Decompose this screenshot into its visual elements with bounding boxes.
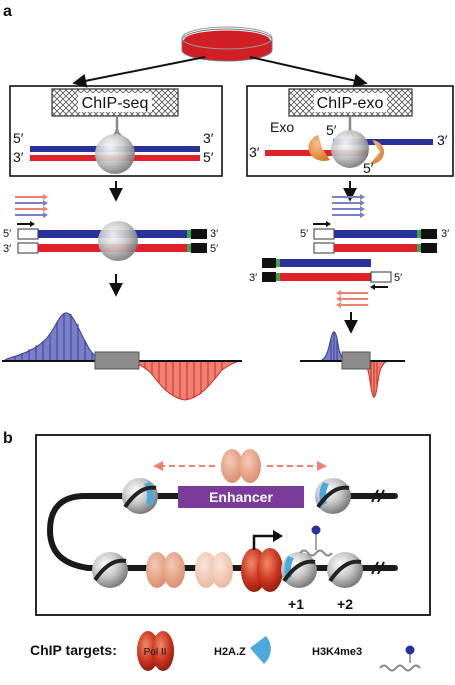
strand-end-3-bottom-left: 3′ [249,144,260,160]
chipexo-read-arrows-forward [332,194,365,218]
enhancer-region [178,486,304,508]
nucleosome-icon [315,478,351,514]
nucleosome-plus2-icon [327,552,363,588]
strand-end-5-bottom-right: 5′ [203,149,214,165]
strand-end-5-inner: 5′ [326,122,337,138]
chipexo-read-arrows-reverse [336,290,368,308]
chipseq-read-arrows [15,194,48,218]
strand-end-3: 3′ [249,272,257,284]
strand-end-3: 3′ [3,243,11,255]
chipseq-peak-profile [2,312,242,401]
strand-end-3-bottom-left: 3′ [13,149,24,165]
legend-h3k4me3-label: H3K4me3 [312,646,362,658]
antibody-icon [112,116,122,137]
strand-end-3: 3′ [441,228,449,240]
strand-end-5: 5′ [300,228,308,240]
chromatin-box: Enhancer [35,434,431,616]
nucleosome-icon [98,221,138,261]
chipexo-label: ChIP-exo [317,95,384,112]
pol2-enhancer-icon [221,449,261,483]
nucleosome-icon [95,134,135,174]
nucleosome-plus1-label: +1 [288,596,304,612]
petri-dish-icon [181,26,273,62]
exonuclease-left-icon [308,135,330,162]
strand-end-5-inner-bottom: 5′ [363,160,374,176]
exo-label: Exo [270,119,294,135]
tss-arrow [252,534,275,550]
nucleosome-plus1-icon [281,552,317,588]
legend-h2az-label: H2A.Z [214,646,246,658]
chipexo-library: 5′ 3′ 3′ 5′ [249,221,449,290]
h2az-legend-icon [250,636,271,664]
strand-end-5-top: 5′ [13,130,24,146]
pol2-paused-icon [241,548,283,592]
pol2-fainter-icon [195,552,233,588]
strand-end-3-top-right: 3′ [203,130,214,146]
pol2-faint-icon [146,552,185,588]
strand-end-3-top-right: 3′ [437,132,448,148]
nucleosome-icon [122,478,158,514]
dna-strand-top-trimmed [333,139,433,145]
legend-title: ChIP targets: [30,642,117,658]
chipseq-label: ChIP-seq [82,95,149,112]
legend: ChIP targets: Pol II H2A.Z H3K4me3 [30,631,421,672]
strand-end-5: 5′ [210,243,218,255]
panel-b-label: b [3,430,13,447]
arrow-to-chipexo [249,56,368,88]
chipseq-box: ChIP-seq 5′ 3′ 3′ 5′ [9,85,223,177]
chipexo-box: ChIP-exo Exo 5′ 3′ 3′ 5′ [246,85,454,177]
arrow-to-chipseq [72,56,206,88]
strand-end-5: 5′ [3,228,11,240]
h3k4me3-legend-icon [379,645,421,672]
pol2-legend-icon [137,631,174,671]
nucleosome-icon [92,552,128,588]
strand-end-3: 3′ [210,228,218,240]
strand-end-5: 5′ [394,272,402,284]
panel-a-label: a [3,3,12,20]
chipseq-library: 5′ 3′ 3′ 5′ [3,221,218,261]
exonuclease-right-icon [370,140,385,165]
h3k4me3-tail-icon [299,525,333,557]
nucleosome-plus2-label: +2 [337,596,353,612]
nucleosome-icon [331,130,369,168]
enhancer-label: Enhancer [209,489,273,505]
chipexo-peak-profile [300,331,405,398]
legend-pol2-label: Pol II [144,647,167,658]
